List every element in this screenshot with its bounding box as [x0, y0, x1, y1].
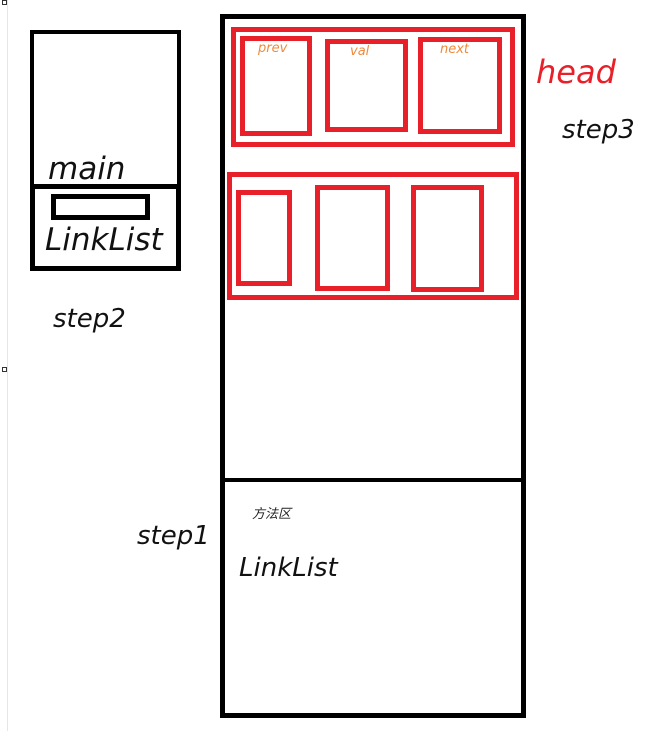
selection-handle-middle[interactable]: [2, 367, 7, 372]
canvas-edge: [0, 0, 8, 731]
head-val-field: [325, 39, 408, 132]
linklist-stack-label: LinkList: [45, 222, 163, 258]
step3-label: step3: [562, 115, 635, 145]
head-next-field: [418, 37, 502, 134]
second-val-field: [315, 185, 390, 291]
reference-slot: [51, 194, 150, 220]
prev-field-label: prev: [258, 41, 288, 56]
next-field-label: next: [440, 42, 470, 57]
second-next-field: [411, 185, 484, 292]
head-node: [231, 27, 515, 147]
second-node: [227, 172, 519, 300]
heap-method-divider: [220, 478, 526, 482]
main-label: main: [48, 151, 126, 187]
second-prev-field: [236, 190, 292, 286]
heap-frame: [220, 14, 526, 718]
linklist-frame: [30, 184, 181, 271]
head-prev-field: [240, 36, 312, 136]
selection-handle-top[interactable]: [2, 0, 7, 5]
method-area-title: 方法区: [252, 507, 292, 522]
step1-label: step1: [137, 521, 210, 551]
method-area-linklist-label: LinkList: [239, 553, 338, 583]
val-field-label: val: [350, 44, 370, 59]
head-label: head: [536, 53, 616, 91]
step2-label: step2: [53, 304, 126, 334]
